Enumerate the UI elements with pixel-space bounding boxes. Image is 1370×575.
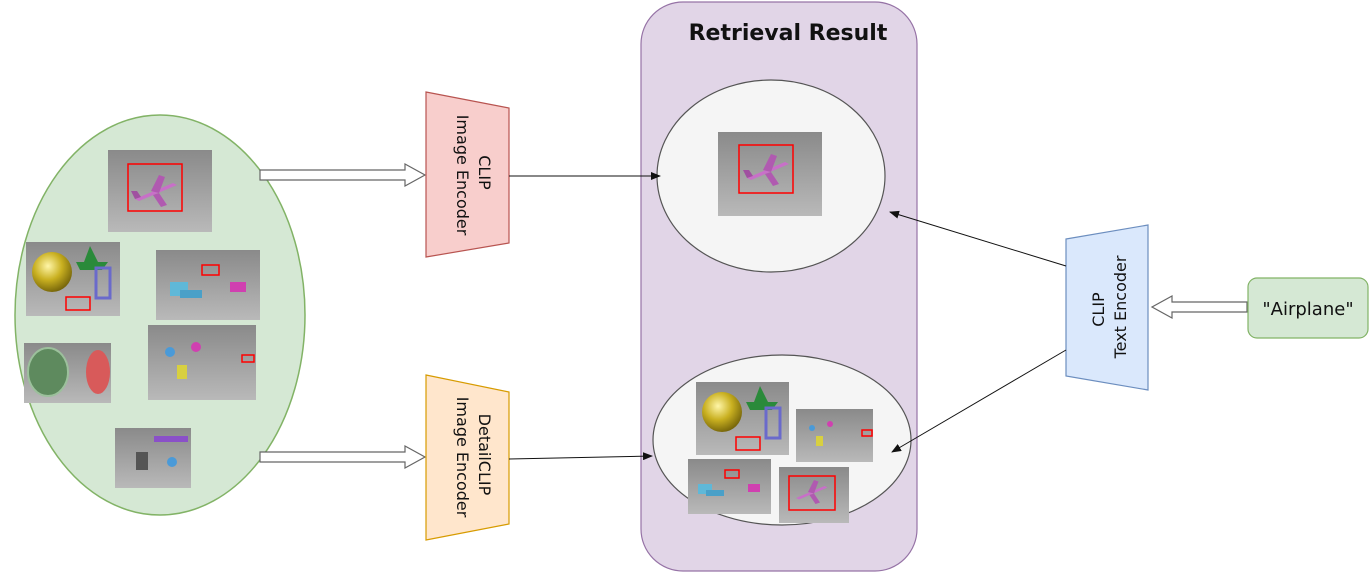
pool-thumb-sparse — [148, 325, 256, 400]
clip-image-encoder-line1: CLIP — [475, 155, 494, 190]
clip-text-encoder-line2: Text Encoder — [1111, 255, 1130, 359]
clip-text-encoder: CLIP Text Encoder — [1065, 224, 1149, 391]
pool-to-detailclip-arrow — [259, 444, 427, 470]
detail-result-thumb-airplane — [779, 467, 849, 523]
airplane-object — [131, 175, 177, 207]
svg-text:CLIP Image Encoder: CLIP Image Encoder — [453, 115, 494, 236]
highlight-box — [241, 354, 255, 363]
pool-thumb-gold-ball — [26, 242, 120, 316]
detailclip-image-encoder: DetailCLIP Image Encoder — [425, 374, 510, 541]
retrieval-result-title: Retrieval Result — [689, 21, 888, 46]
airplane-object — [796, 480, 828, 504]
pool-to-clip-arrow — [259, 162, 427, 188]
highlight-box — [788, 475, 836, 511]
pool-thumb-airplane — [108, 150, 212, 232]
ship-object — [76, 246, 108, 270]
stand-object — [94, 266, 112, 300]
detailclip-image-encoder-line1: DetailCLIP — [475, 414, 494, 496]
highlight-box — [201, 264, 220, 276]
pool-thumb-toys — [156, 250, 260, 320]
svg-text:CLIP Text Encoder: CLIP Text Encoder — [1089, 255, 1130, 359]
query-box — [1247, 277, 1369, 339]
highlight-box — [127, 163, 183, 212]
text-to-clip-result-arrow — [889, 210, 1067, 267]
detailclip-to-result-arrow — [508, 452, 653, 461]
pool-thumb-basket — [24, 343, 111, 403]
text-to-detail-result-arrow — [891, 349, 1067, 453]
highlight-box — [735, 436, 761, 451]
query-to-text-encoder-arrow — [1150, 294, 1248, 320]
clip-image-encoder: CLIP Image Encoder — [425, 91, 510, 258]
highlight-box — [861, 429, 873, 437]
gold-ball-object — [32, 252, 72, 292]
basket-object — [27, 347, 69, 397]
disc-object — [86, 350, 110, 394]
clip-text-encoder-line1: CLIP — [1089, 292, 1108, 327]
pool-thumb-tools — [115, 428, 191, 488]
detail-result-thumb-toys — [688, 459, 771, 514]
detailclip-image-encoder-line2: Image Encoder — [453, 397, 472, 518]
query-text: "Airplane" — [1262, 299, 1353, 320]
airplane-object — [743, 154, 789, 186]
highlight-box — [65, 296, 91, 311]
highlight-box — [724, 469, 740, 479]
svg-text:DetailCLIP Image Encoder: DetailCLIP Image Encoder — [453, 397, 494, 518]
detail-result-thumb-gold-ball — [696, 382, 789, 455]
clip-result-thumb — [718, 132, 822, 216]
detail-result-thumb-sparse — [796, 409, 873, 462]
highlight-box — [738, 144, 794, 194]
clip-image-encoder-line2: Image Encoder — [453, 115, 472, 236]
